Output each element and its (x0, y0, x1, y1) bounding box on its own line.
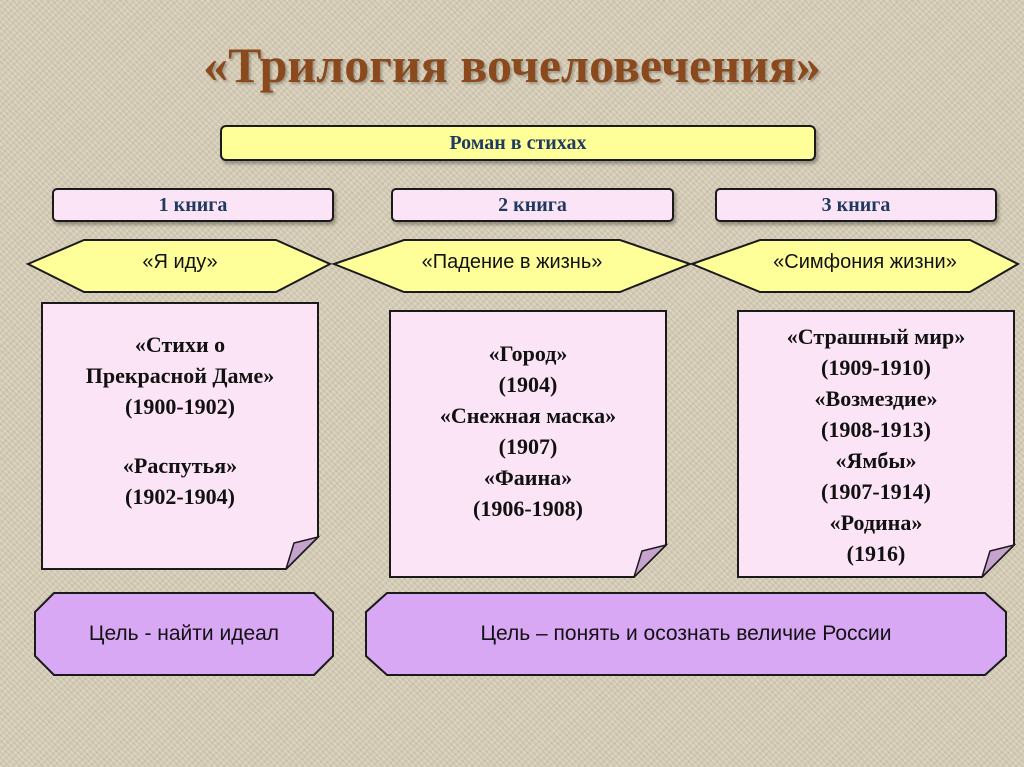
works-card-3: «Страшный мир» (1909-1910) «Возмездие» (… (737, 310, 1017, 578)
works-card-2: «Город» (1904) «Снежная маска» (1907) «Ф… (389, 310, 669, 578)
works-card-1: «Стихи о Прекрасной Даме» (1900-1902) «Р… (41, 302, 321, 570)
page-title: «Трилогия вочеловечения» (203, 37, 821, 93)
book-3-box: 3 книга (715, 188, 997, 222)
work-line: (1909-1910) (821, 355, 931, 380)
work-line: «Ямбы» (835, 448, 917, 473)
work-line: «Город» (488, 341, 568, 366)
section-label-1: «Я иду» (142, 250, 218, 273)
work-line: (1906-1908) (473, 496, 583, 521)
work-line: «Родина» (829, 510, 923, 535)
book-2-box: 2 книга (391, 188, 674, 222)
goal-box-1: Цель - найти идеал (34, 592, 334, 676)
hexagon-3 (689, 239, 1021, 293)
work-line: Прекрасной Даме» (85, 363, 275, 388)
goal-label-1: Цель - найти идеал (88, 622, 280, 645)
work-line: «Стихи о (134, 332, 226, 357)
work-line: (1907) (498, 434, 558, 459)
work-line: «Распутья» (122, 453, 238, 478)
work-line (42, 422, 318, 450)
section-label-2: «Падение в жизнь» (421, 250, 603, 273)
work-line: «Фаина» (483, 465, 573, 490)
book-1-box: 1 книга (52, 188, 334, 222)
work-line: «Возмездие» (814, 386, 938, 411)
goal-box-2: Цель – понять и осознать величие России (365, 592, 1007, 676)
work-line: (1907-1914) (821, 479, 931, 504)
novel-in-verse-box: Роман в стихах (220, 125, 816, 161)
work-line: (1902-1904) (125, 484, 235, 509)
goal-label-2: Цель – понять и осознать величие России (480, 622, 892, 645)
hexagon-1 (25, 239, 333, 293)
work-line: (1908-1913) (821, 417, 931, 442)
work-line: «Страшный мир» (786, 324, 966, 349)
section-label-3: «Симфония жизни» (773, 250, 957, 273)
work-line: (1904) (498, 372, 558, 397)
work-line: (1900-1902) (125, 394, 235, 419)
work-line: «Снежная маска» (439, 403, 617, 428)
work-line: (1916) (846, 541, 906, 566)
